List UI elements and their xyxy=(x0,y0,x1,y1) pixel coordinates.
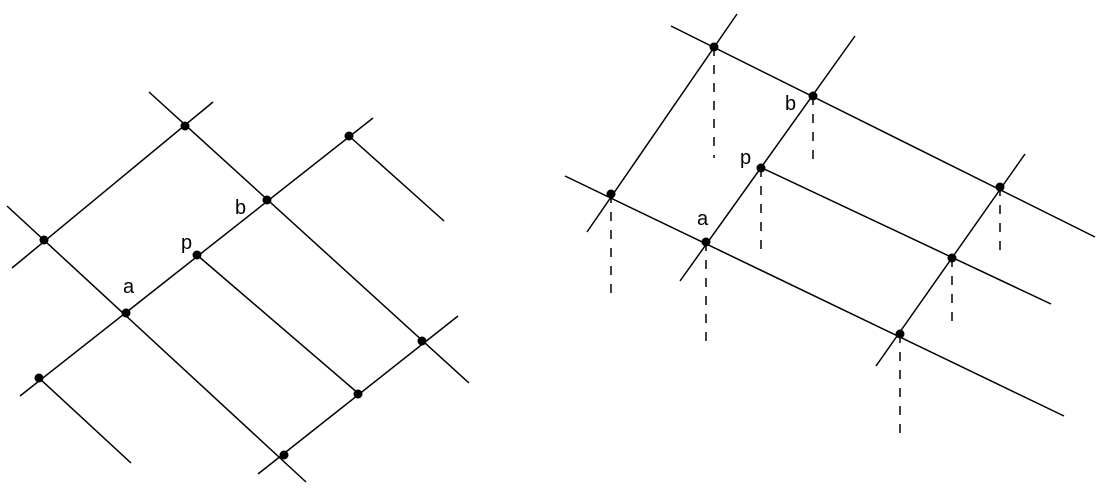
left-label-p: p xyxy=(181,232,192,254)
left-vertex xyxy=(417,336,427,346)
left-se-line-1 xyxy=(6,205,307,483)
right-lattice: a p b xyxy=(564,13,1096,441)
right-ese-line-2 xyxy=(564,175,1065,417)
right-vertex-b xyxy=(808,91,818,101)
right-vertex xyxy=(606,189,616,199)
left-se-line-3 xyxy=(196,254,360,395)
left-vertex xyxy=(39,235,49,245)
right-ese-line-1 xyxy=(670,25,1096,238)
left-vertex-p xyxy=(192,250,202,260)
right-vertex-p xyxy=(756,163,766,173)
left-label-b: b xyxy=(235,197,246,219)
left-se-line-5 xyxy=(348,135,445,222)
left-vertex-b xyxy=(262,195,272,205)
left-vertex xyxy=(34,373,44,383)
left-vertex-a xyxy=(121,308,131,318)
left-vertex xyxy=(279,450,289,460)
left-vertex xyxy=(353,389,363,399)
right-vertex xyxy=(709,42,719,52)
left-vertex xyxy=(180,121,190,131)
left-label-a: a xyxy=(123,276,135,298)
left-se-line-2 xyxy=(148,91,470,384)
right-vertex xyxy=(947,253,957,263)
left-lattice: a p b xyxy=(6,91,470,483)
right-label-a: a xyxy=(697,208,709,230)
right-ese-line-3 xyxy=(759,166,1052,305)
right-vertex-a xyxy=(701,237,711,247)
right-vertex xyxy=(995,182,1005,192)
right-label-b: b xyxy=(785,93,796,115)
left-se-line-4 xyxy=(38,377,132,464)
left-vertex xyxy=(344,131,354,141)
right-label-p: p xyxy=(740,147,751,169)
right-vertex xyxy=(895,329,905,339)
